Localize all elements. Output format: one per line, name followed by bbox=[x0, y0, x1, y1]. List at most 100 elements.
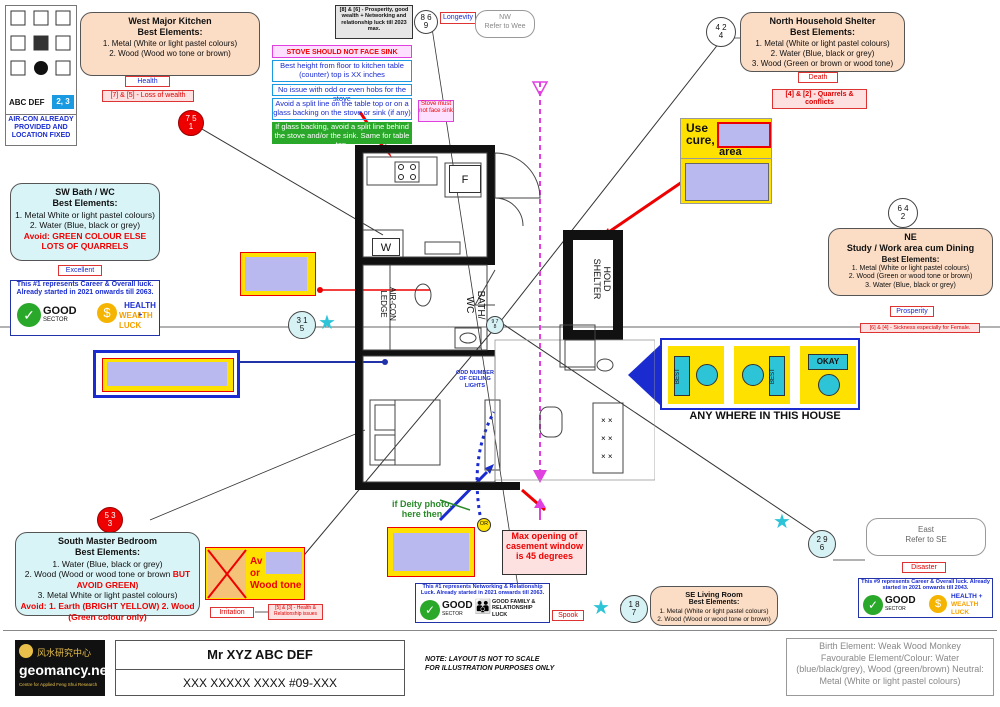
west-image-frame bbox=[93, 350, 240, 398]
south-av1: Av bbox=[250, 556, 263, 567]
west-kitchen-tag: Health bbox=[125, 76, 170, 87]
birth-element: Birth Element: Weak Wood Monkey bbox=[819, 641, 961, 651]
south-subtitle: Best Elements: bbox=[74, 547, 141, 558]
good-sector-icon-east: ✓ bbox=[863, 595, 883, 615]
any-where-okay: OKAY bbox=[808, 354, 848, 370]
any-where-item3: OKAY bbox=[800, 346, 856, 404]
layout-note: NOTE: LAYOUT IS NOT TO SCALE FOR ILLUSTR… bbox=[425, 655, 605, 673]
south-line1: 1. Water (Blue, black or grey) bbox=[52, 558, 163, 569]
stove-note-hobs: No issue with odd or even hobs for the s… bbox=[272, 84, 412, 103]
east-good: GOOD bbox=[885, 595, 916, 606]
good-sector-icon: ✓ bbox=[17, 303, 41, 327]
family-icon: 👪 bbox=[474, 598, 492, 614]
money-bag-icon-east: $ bbox=[929, 595, 947, 613]
stove-side-note: Stove must not face sink bbox=[418, 100, 454, 122]
cross-icon bbox=[207, 549, 247, 599]
ne-tag: Prosperity bbox=[890, 306, 934, 317]
fridge-label: F bbox=[449, 165, 481, 193]
birth-element-box: Birth Element: Weak Wood Monkey Favourab… bbox=[786, 638, 994, 696]
logo-en: geomancy.net bbox=[19, 662, 113, 678]
north-shelter-subtitle: Best Elements: bbox=[789, 27, 856, 38]
south-avoid: Avoid: 1. Earth (BRIGHT YELLOW) 2. Wood … bbox=[20, 601, 195, 622]
ledge-label: AIR-CON LEDGE bbox=[379, 287, 397, 321]
sw-bath-luck: LUCK bbox=[119, 321, 142, 330]
washer-label: W bbox=[372, 238, 400, 256]
nw-box: NW Refer to Wee bbox=[475, 10, 535, 38]
east-lux-text: This #9 represents Career & Overall luck… bbox=[861, 579, 990, 592]
center-top-badge: [8] & [6] - Prosperity, good wealth + Ne… bbox=[335, 5, 413, 39]
se-line2: 2. Wood (Wood or wood tone or brown) bbox=[657, 616, 771, 624]
sw-bath-lux-text: This #1 represents Career & Overall luck… bbox=[16, 281, 154, 297]
sw-bath-health: HEALTH + bbox=[124, 301, 156, 320]
legend-label: ABC DEF bbox=[9, 98, 45, 107]
logo-cn: 风水研究中心 bbox=[37, 648, 92, 658]
cure-line3: area bbox=[719, 146, 742, 158]
west-image-inner bbox=[102, 358, 234, 392]
west-kitchen-bubble: 7 5 1 bbox=[178, 110, 204, 136]
or-badge: OR bbox=[477, 518, 491, 532]
ne-line2: 2. Wood (Green or wood tone or brown) bbox=[848, 273, 973, 281]
stove-note-glass: If glass backing, avoid a split line beh… bbox=[272, 122, 412, 149]
west-kitchen-pair: [7] & [5] - Loss of wealth bbox=[102, 90, 194, 102]
deity-note: if Deity photo, here then bbox=[392, 499, 452, 519]
window-note: Max opening of casement window is 45 deg… bbox=[502, 530, 587, 575]
east-wealth: WEALTH bbox=[951, 601, 979, 608]
sw-bath-lux-panel: This #1 represents Career & Overall luck… bbox=[10, 280, 160, 336]
sw-bath-avoid: Avoid: GREEN COLOUR ELSE LOTS OF QUARREL… bbox=[23, 230, 147, 252]
sw-bath-box: SW Bath / WC Best Elements: 1. Metal Whi… bbox=[10, 183, 160, 261]
south-deity-placeholder bbox=[393, 533, 469, 571]
south-line2a: 2. Wood (Wood or wood tone or brown bbox=[24, 569, 171, 580]
se-tag: Spook bbox=[552, 610, 584, 621]
north-shelter-title: North Household Shelter bbox=[769, 16, 876, 26]
east-tag: Disaster bbox=[902, 562, 946, 573]
south-line3: 3. Metal White or light pastel colours) bbox=[37, 590, 178, 601]
se-subtitle: Best Elements: bbox=[688, 599, 740, 607]
north-pair: [4] & [2] - Quarrels & conflicts bbox=[772, 89, 867, 109]
svg-text:× ×: × × bbox=[601, 434, 613, 443]
sw-bath-good: GOOD bbox=[43, 305, 77, 317]
se-family: GOOD FAMILY & RELATIONSHIP LUCK bbox=[492, 599, 536, 618]
floor-plan: × × × × × × bbox=[355, 145, 655, 490]
south-bubble: 5 3 3 bbox=[97, 507, 123, 533]
se-good: GOOD bbox=[442, 600, 473, 611]
west-placeholder bbox=[107, 362, 227, 386]
ne-bubble: 6 4 2 bbox=[888, 198, 918, 228]
any-where-circle1 bbox=[696, 364, 718, 386]
money-bag-icon: $ bbox=[97, 303, 117, 323]
se-lux-panel: This #1 represents Networking & Relation… bbox=[415, 583, 550, 623]
se-title: SE Living Room bbox=[685, 590, 743, 599]
sw-bath-line1: 1. Metal White or light pastel colours) bbox=[15, 209, 155, 220]
ne-line3: 3. Water (Blue, black or grey) bbox=[865, 282, 956, 289]
logo-emblem bbox=[19, 644, 33, 658]
cure-placeholder-small bbox=[717, 122, 771, 148]
client-address: XXX XXXXX XXXX #09-XXX bbox=[182, 676, 338, 690]
bath-placeholder bbox=[245, 257, 307, 291]
south-bedroom-box: South Master Bedroom Best Elements: 1. W… bbox=[15, 532, 200, 622]
ne-title: NE bbox=[904, 232, 917, 242]
ne-title2: Study / Work area cum Dining bbox=[846, 243, 975, 254]
legend-badge: 2, 3 bbox=[52, 95, 74, 109]
cure-box: Use cure, a area bbox=[680, 118, 772, 160]
any-where-best2: BEST bbox=[769, 356, 785, 396]
any-where-item1: BEST bbox=[668, 346, 724, 404]
se-line1: 1. Metal (White or light pastel colours) bbox=[659, 608, 769, 616]
longevity-tag: Longevity bbox=[440, 12, 476, 24]
star-icon-west: ★ bbox=[318, 312, 336, 334]
any-where-circle2 bbox=[742, 364, 764, 386]
se-living-box: SE Living Room Best Elements: 1. Metal (… bbox=[650, 586, 778, 626]
stove-note-split: Avoid a split line on the table top or o… bbox=[272, 98, 412, 120]
north-shelter-line2: 2. Water (Blue, black or grey) bbox=[770, 48, 875, 58]
sw-bath-tag: Excellent bbox=[58, 265, 102, 276]
client-name: Mr XYZ ABC DEF bbox=[116, 641, 404, 670]
east-sector: SECTOR bbox=[885, 606, 906, 612]
layout-note-2: FOR ILLUSTRATION PURPOSES ONLY bbox=[425, 665, 555, 673]
favourable-element: Favourable Element/Colour: Water (blue/b… bbox=[796, 652, 984, 687]
any-where-item2: BEST bbox=[734, 346, 790, 404]
east-bubble: 2 9 6 bbox=[808, 530, 836, 558]
svg-text:× ×: × × bbox=[601, 416, 613, 425]
ne-study-box: NE Study / Work area cum Dining Best Ele… bbox=[828, 228, 993, 296]
stove-note-height: Best height from floor to kitchen table … bbox=[272, 60, 412, 82]
south-placeholder bbox=[266, 552, 302, 574]
north-tag: Death bbox=[798, 72, 838, 83]
south-title: South Master Bedroom bbox=[57, 536, 157, 546]
